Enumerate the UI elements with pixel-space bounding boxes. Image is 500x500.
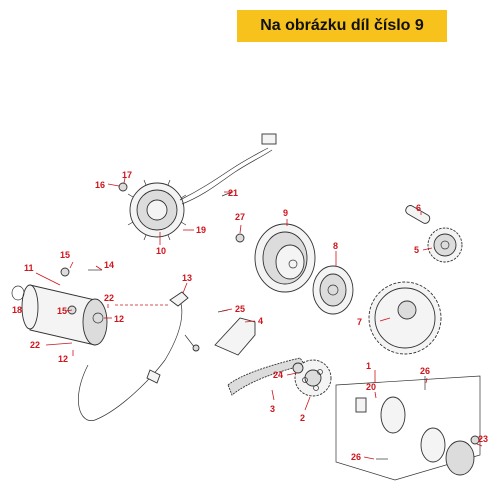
idle-gear[interactable]	[427, 227, 463, 263]
label-5: 5	[414, 245, 419, 255]
label-20: 20	[366, 382, 376, 392]
label-26-bottom: 26	[351, 452, 361, 462]
label-7: 7	[357, 317, 362, 327]
o-ring	[11, 285, 25, 301]
label-1: 1	[366, 361, 371, 371]
starter-driven-gear[interactable]	[368, 281, 442, 355]
label-12-bottom: 12	[58, 354, 68, 364]
title-banner: Na obrázku díl číslo 9	[237, 10, 447, 42]
stator-coil[interactable]	[127, 133, 277, 241]
label-13: 13	[182, 273, 192, 283]
label-27: 27	[235, 212, 245, 222]
label-26-top: 26	[420, 366, 430, 376]
drive-sprocket[interactable]	[294, 359, 332, 397]
sprocket-bolt	[292, 362, 304, 374]
label-14: 14	[104, 260, 114, 270]
starter-clutch-assembly[interactable]	[335, 375, 481, 481]
starter-clutch[interactable]	[312, 265, 354, 315]
label-6: 6	[416, 203, 421, 213]
starter-motor[interactable]	[21, 284, 108, 346]
label-25: 25	[235, 304, 245, 314]
label-2: 2	[300, 413, 305, 423]
label-10: 10	[156, 246, 166, 256]
label-15-top: 15	[60, 250, 70, 260]
cover-plate[interactable]	[214, 317, 256, 356]
label-17: 17	[122, 170, 132, 180]
label-11: 11	[24, 263, 34, 273]
label-12-right: 12	[114, 314, 124, 324]
label-21: 21	[228, 188, 238, 198]
label-22-top: 22	[104, 293, 114, 303]
label-19: 19	[196, 225, 206, 235]
label-15-mid: 15	[57, 306, 67, 316]
leader-lines	[35, 177, 483, 460]
idle-gear-shaft[interactable]	[404, 204, 431, 225]
label-8: 8	[333, 241, 338, 251]
label-9: 9	[283, 208, 288, 218]
label-18: 18	[12, 305, 22, 315]
label-22-bottom: 22	[30, 340, 40, 350]
label-23: 23	[478, 434, 488, 444]
part-labels: 17 16 21 27 9 6 19 8 10 5 15 14 11 13 22…	[12, 170, 488, 462]
label-3: 3	[270, 404, 275, 414]
label-24: 24	[273, 370, 283, 380]
label-16: 16	[95, 180, 105, 190]
drive-chain[interactable]	[227, 357, 306, 396]
flywheel-rotor[interactable]	[254, 223, 316, 293]
label-4: 4	[258, 316, 263, 326]
